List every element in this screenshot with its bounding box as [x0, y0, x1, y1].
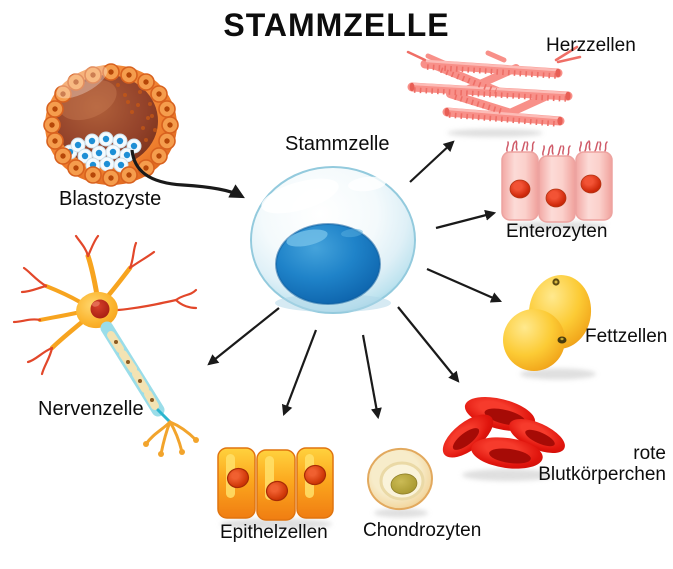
arrow-to-nervenzelle — [207, 307, 280, 366]
stem-cell-label: Stammzelle — [285, 133, 390, 155]
arrow-from-blastozyste — [130, 149, 245, 199]
differentiation-arrows — [130, 140, 503, 420]
heart-cells-label: Herzzellen — [546, 35, 636, 56]
nerve-cell-label: Nervenzelle — [38, 398, 144, 420]
red-blood-cells-illustration — [442, 397, 565, 481]
arrow-to-chondrozyten — [361, 334, 382, 420]
neuron-nucleus — [90, 299, 110, 319]
heart-cells-illustration — [406, 45, 582, 137]
epithelial-cells-label: Epithelzellen — [220, 522, 328, 543]
diagram-title: STAMMZELLE — [223, 7, 450, 43]
arrow-to-herzzellen — [409, 140, 455, 183]
red-blood-cells-label: rote Blutkörperchen — [516, 443, 666, 485]
enterocytes-illustration — [501, 140, 613, 231]
blastocyst-label: Blastozyste — [59, 188, 162, 210]
arrow-to-fettzellen — [426, 267, 503, 303]
stem-cell-illustration — [250, 166, 416, 314]
arrow-to-enterozyten — [435, 209, 497, 230]
fat-cells-label: Fettzellen — [585, 326, 668, 347]
neuron-axon — [100, 321, 172, 424]
chondrocytes-label: Chondrozyten — [363, 520, 482, 541]
epithelial-cells-illustration — [217, 447, 334, 530]
enterocytes-label: Enterozyten — [506, 221, 608, 242]
neuron-terminals — [144, 420, 198, 456]
blastocyst-illustration — [43, 63, 179, 187]
inner-cell-mass — [62, 131, 142, 173]
arrow-to-epithelzellen — [281, 329, 318, 417]
chondrocyte-illustration — [367, 447, 433, 518]
arrow-to-rote-blutkoerperchen — [397, 306, 460, 383]
neuron-illustration — [12, 234, 199, 457]
fat-cells-illustration — [503, 275, 596, 380]
red-blood-cells-label-line1: rote — [633, 443, 666, 464]
red-blood-cells-label-line2: Blutkörperchen — [538, 464, 666, 485]
microvilli — [506, 140, 608, 156]
